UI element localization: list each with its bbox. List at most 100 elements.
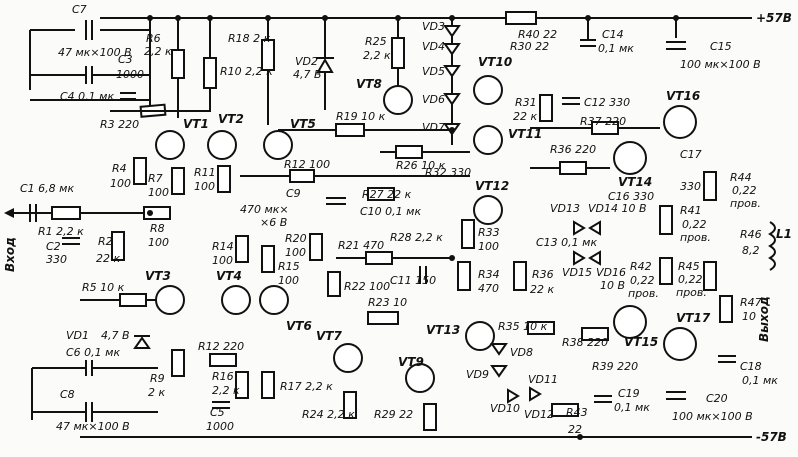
vt14-transistor (613, 141, 647, 175)
vd5-label: VD5 (422, 65, 445, 78)
r44-value-1: 0,22 (732, 184, 757, 197)
r21-resistor (365, 251, 393, 265)
r30-label: R30 22 (510, 40, 549, 53)
c9-value-2: ×6 В (260, 216, 287, 229)
vt6-label: VT6 (286, 319, 312, 333)
vt12-transistor (473, 195, 503, 225)
junction-dot (207, 15, 213, 21)
r22-resistor (327, 271, 341, 297)
junction-dot (449, 127, 455, 133)
vd13-label: VD13 (550, 202, 580, 215)
vd4-diode (443, 43, 461, 56)
vd7-label: VD7 (422, 121, 445, 134)
c9-value-1: 470 мк× (240, 203, 289, 216)
r34-resistor (457, 261, 471, 291)
r10-label: R10 2,2 к (220, 65, 273, 78)
r23-label: R23 10 (368, 296, 407, 309)
r34-label: R34 (478, 268, 500, 281)
r7-value: 100 (148, 186, 169, 199)
r35-label: R35 10 к (498, 320, 548, 333)
r14-label: R14 (212, 240, 234, 253)
c2-label: C2 (46, 240, 61, 253)
vt17-transistor (663, 327, 697, 361)
r45-value-2: пров. (676, 286, 707, 299)
junction-dot (147, 15, 153, 21)
r11-value: 100 (194, 180, 215, 193)
r41-value-2: пров. (680, 231, 711, 244)
r45-resistor (703, 261, 717, 291)
vt16-label: VT16 (666, 89, 700, 103)
r47-resistor (719, 295, 733, 323)
c19-value: 0,1 мк (614, 401, 650, 414)
r19-resistor (335, 123, 365, 137)
c14-label: C14 (602, 28, 624, 41)
c3-label: C3 (118, 53, 133, 66)
vd6-label: VD6 (422, 93, 445, 106)
r25-value: 2,2 к (363, 49, 391, 62)
vd15-label: VD15 (562, 266, 592, 279)
r36b-label: R36 (532, 268, 554, 281)
c14-value: 0,1 мк (598, 42, 634, 55)
vd9-label: VD9 (466, 368, 489, 381)
r1-label: R1 2,2 к (38, 225, 84, 238)
r19-label: R19 10 к (336, 110, 386, 123)
plus-rail-label: +57В (756, 11, 792, 25)
vd8-label: VD8 (510, 346, 533, 359)
r41-value-1: 0,22 (682, 218, 707, 231)
vd16-diode (588, 250, 601, 266)
r33-label: R33 (478, 226, 500, 239)
r9-value: 2 к (148, 386, 165, 399)
junction-dot (395, 15, 401, 21)
c17-label: C17 (680, 148, 702, 161)
r7-label: R7 (148, 172, 163, 185)
junction-dot (322, 15, 328, 21)
vt5-transistor (263, 130, 293, 160)
vd1-diode (133, 336, 151, 349)
vt13-transistor (465, 321, 495, 351)
c3-value: 1000 (116, 68, 144, 81)
vd2-value: 4,7 В (293, 68, 322, 81)
r38-label: R38 220 (562, 336, 608, 349)
c19-label: C19 (618, 387, 640, 400)
r17-resistor (261, 371, 275, 399)
vt15-transistor (613, 305, 647, 339)
r39-label: R39 220 (592, 360, 638, 373)
vt9-transistor (405, 363, 435, 393)
junction-dot (449, 15, 455, 21)
c4-label: C4 0,1 мк (60, 90, 114, 103)
r8-value: 100 (148, 236, 169, 249)
r6-value: 2,2 к (144, 45, 172, 58)
c8-value: 47 мк×100 В (56, 420, 130, 433)
r2-resistor (111, 231, 125, 261)
vd12-label: VD12 (524, 408, 554, 421)
r37-label: R37 220 (580, 115, 626, 128)
c13-label: C13 0,1 мк (536, 236, 597, 249)
r34-value: 470 (478, 282, 499, 295)
r24-resistor (343, 391, 357, 419)
r29-label: R29 22 (374, 408, 413, 421)
r25-resistor (391, 37, 405, 69)
vd10-label: VD10 (490, 402, 520, 415)
c17-value: 330 (680, 180, 701, 193)
c10-label: C10 0,1 мк (360, 205, 421, 218)
r23-resistor (367, 311, 399, 325)
vt3-label: VT3 (145, 269, 171, 283)
c20-value: 100 мк×100 В (672, 410, 753, 423)
junction-dot (585, 15, 591, 21)
r31-label: R31 (515, 96, 537, 109)
junction-dot (673, 15, 679, 21)
vd3-diode (443, 25, 461, 38)
c7-value: 47 мк×100 В (58, 46, 132, 59)
r29-resistor (423, 403, 437, 431)
vd16-value: 10 В (600, 279, 625, 292)
c12-label: C12 330 (584, 96, 630, 109)
r14-resistor (235, 235, 249, 263)
r42-label: R42 (630, 260, 652, 273)
vt11-label: VT11 (508, 127, 542, 141)
r46-value: 8,2 (742, 244, 760, 257)
r25-label: R25 (365, 35, 387, 48)
vd14-label: VD14 10 В (588, 202, 647, 215)
vt1-transistor (155, 130, 185, 160)
vt3-transistor (155, 285, 185, 315)
